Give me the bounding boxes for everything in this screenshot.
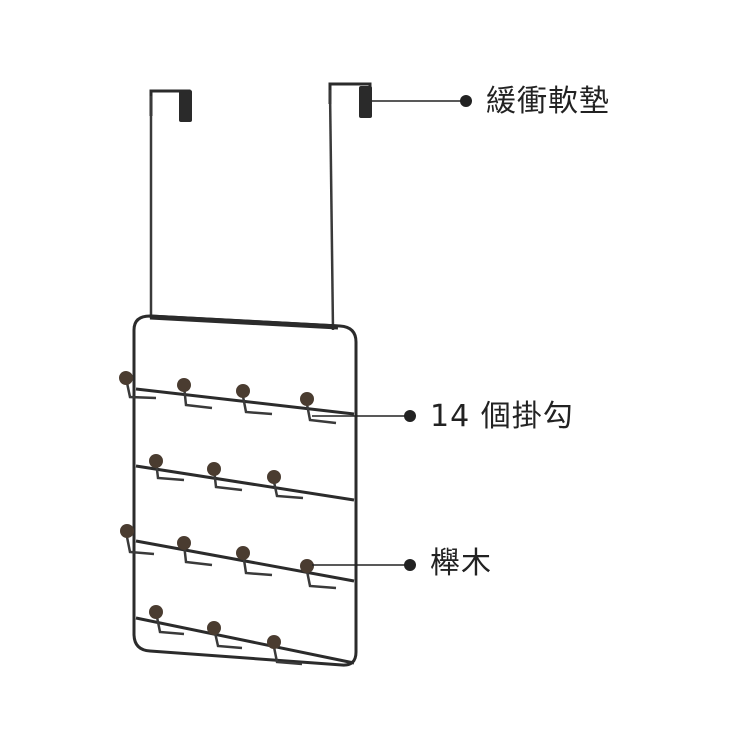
wood-balls-row-1 [119,371,314,406]
callout-bumper [372,95,472,107]
callout-label-bumper-pad: 緩衝軟墊 [486,84,610,119]
door-hook-right [328,82,372,331]
bumper-pad-right [359,86,372,118]
wood-balls-row-2 [149,454,281,484]
bullet-dot-icon [404,410,416,422]
bumper-pad-left [179,90,192,122]
rack-bar-2 [135,464,355,502]
rack-frame [132,314,358,667]
bullet-dot-icon [460,95,472,107]
door-hook-left [149,89,192,318]
callout-wood [312,559,416,571]
callout-hooks [312,410,416,422]
callout-label-hooks: 14 個掛勾 [430,399,574,434]
rack-bar-4 [135,616,355,665]
callout-label-wood: 櫸木 [430,546,492,581]
top-bar [149,314,339,330]
wood-balls-row-4 [149,605,281,649]
bullet-dot-icon [404,559,416,571]
wood-balls-row-3 [120,524,314,573]
